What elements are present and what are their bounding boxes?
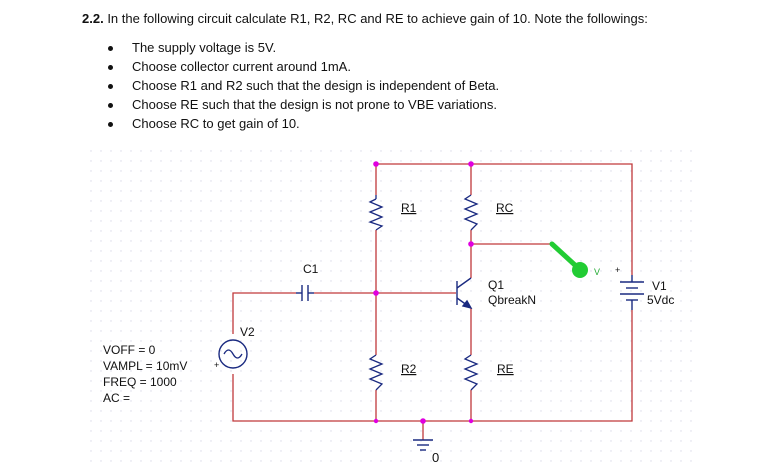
question-number: 2.2. — [82, 11, 104, 26]
voltage-probe-icon[interactable] — [549, 241, 588, 278]
junction-dot — [468, 161, 474, 167]
v2-param: FREQ = 1000 — [103, 375, 177, 389]
junction-dots — [373, 161, 474, 424]
v2-param: AC = — [103, 391, 130, 405]
resistor-r2[interactable] — [368, 354, 384, 391]
q1-label: Q1 — [488, 278, 504, 292]
junction-dot — [373, 418, 379, 424]
note-item: Choose RE such that the design is not pr… — [96, 95, 499, 114]
resistor-rc[interactable] — [463, 194, 479, 231]
resistor-re[interactable] — [463, 354, 479, 391]
transistor-q1[interactable] — [456, 277, 473, 310]
junction-dot — [420, 418, 426, 424]
r2-label: R2 — [401, 362, 417, 376]
ac-source-v2[interactable]: + — [214, 339, 248, 370]
note-item: Choose RC to get gain of 10. — [96, 114, 499, 133]
v1-value: 5Vdc — [647, 293, 674, 307]
q1-model: QbreakN — [488, 293, 536, 307]
junction-dot — [468, 241, 474, 247]
capacitor-c1[interactable] — [296, 285, 314, 301]
schematic-grid — [84, 148, 694, 464]
rc-label: RC — [496, 201, 514, 215]
dc-source-v1[interactable] — [620, 275, 644, 310]
v2-param: VOFF = 0 — [103, 343, 156, 357]
note-item: The supply voltage is 5V. — [96, 38, 499, 57]
v2-label: V2 — [240, 325, 255, 339]
v1-label: V1 — [652, 279, 667, 293]
c1-label: C1 — [303, 262, 319, 276]
question-body: In the following circuit calculate R1, R… — [107, 11, 648, 26]
ground-icon — [413, 439, 433, 451]
junction-dot — [373, 290, 379, 296]
v2-param: VAMPL = 10mV — [103, 359, 187, 373]
r1-label: R1 — [401, 201, 417, 215]
probe-label: V — [594, 267, 600, 277]
svg-text:+: + — [214, 360, 219, 370]
notes-list: The supply voltage is 5V. Choose collect… — [96, 38, 499, 133]
circuit-wires — [232, 163, 633, 440]
junction-dot — [468, 418, 474, 424]
ground-label: 0 — [432, 450, 439, 465]
v1-plus-sign: + — [615, 265, 620, 275]
note-item: Choose R1 and R2 such that the design is… — [96, 76, 499, 95]
question-text: 2.2. In the following circuit calculate … — [82, 10, 752, 27]
resistor-r1[interactable] — [368, 195, 384, 231]
re-label: RE — [497, 362, 514, 376]
note-item: Choose collector current around 1mA. — [96, 57, 499, 76]
junction-dot — [373, 161, 379, 167]
